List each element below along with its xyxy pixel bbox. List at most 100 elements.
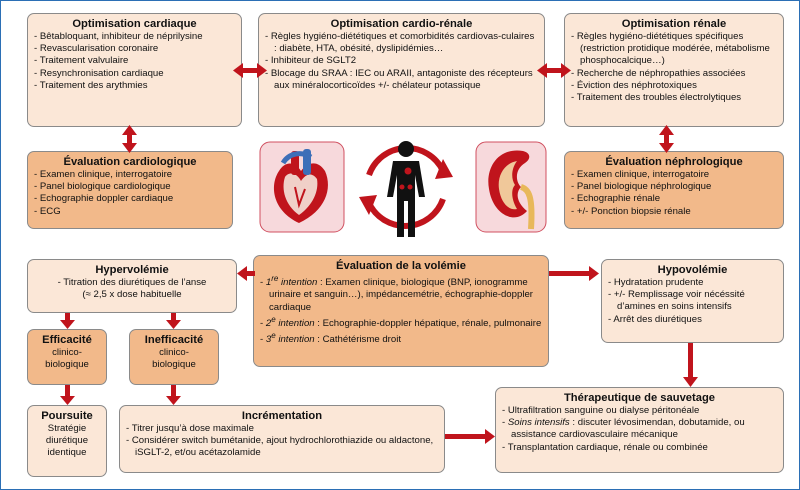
poursuite-line: diurétique [45,435,89,447]
box-evaluation-nephrologique: Évaluation néphrologique Examen clinique… [564,151,784,229]
poursuite-line: Stratégie [47,423,87,434]
list-item: Echographie rénale [571,193,777,205]
inefficacite-sub1: clinico- [159,347,189,358]
list-item: Examen clinique, interrogatoire [571,169,777,181]
box-evaluation-volemie: Évaluation de la volémie 1re intention :… [253,255,549,367]
list-evaluation-nephrologique: Examen clinique, interrogatoire Panel bi… [571,169,777,218]
efficacite-sub1: clinico- [52,347,82,358]
list-item: Traitement des arythmies [34,80,235,92]
list-item: +/- Remplissage voir nécéssité d’amines … [608,289,777,313]
efficacite-sub2: biologique [45,359,89,371]
intention-suffix: e [271,331,276,341]
title-therapeutique-sauvetage: Thérapeutique de sauvetage [563,392,716,404]
title-hypervolemie: Hypervolémie [95,264,169,276]
hypervolemie-line2: (≈ 2,5 x dose habituelle [82,289,182,301]
list-item: Inhibiteur de SGLT2 [265,55,538,67]
arrow-hyper-efficacite [60,313,75,329]
list-item: Blocage du SRAA : IEC ou ARAII, antagoni… [265,68,538,92]
title-incrementation: Incrémentation [241,410,323,422]
intention-number: 3 [265,334,272,346]
list-item: Arrêt des diurétiques [608,314,777,326]
box-therapeutique-sauvetage: Thérapeutique de sauvetage Ultrafiltrati… [495,387,784,473]
list-item: Ultrafiltration sanguine ou dialyse péri… [502,405,777,417]
soins-intensifs-label: Soins intensifs [507,417,570,429]
kidney-illustration [475,141,547,233]
list-item: 1re intention : Examen clinique, biologi… [260,273,542,314]
list-optimisation-cardio-renale: Règles hygiéno-diététiques et comorbidit… [265,31,538,92]
list-item: Revascularisation coronaire [34,43,235,55]
list-item: +/- Ponction biopsie rénale [571,206,777,218]
list-item: ECG [34,206,226,218]
list-item: Soins intensifs : discuter lévosimendan,… [502,417,777,441]
intention-number: 2 [265,317,272,329]
heart-illustration [259,141,345,233]
list-item: Éviction des néphrotoxiques [571,80,777,92]
list-item: Règles hygiéno-diététiques spécifiques (… [571,31,777,68]
list-item: 3e intention : Cathétérisme droit [260,330,542,346]
arrow-hyper-inefficacite [166,313,181,329]
list-item: Examen clinique, interrogatoire [34,169,226,181]
box-incrementation: Incrémentation Titrer jusqu’à dose maxim… [119,405,445,473]
intention-word: intention [275,317,315,329]
list-item: Panel biologique néphrologique [571,181,777,193]
title-evaluation-nephrologique: Évaluation néphrologique [605,156,743,168]
list-item: Hydratation prudente [608,277,777,289]
arrow-optim-eval-nephro [659,125,674,153]
box-evaluation-cardiologique: Évaluation cardiologique Examen clinique… [27,151,233,229]
list-therapeutique-sauvetage: Ultrafiltration sanguine ou dialyse péri… [502,405,777,454]
box-inefficacite: Inefficacité clinico- biologique [129,329,219,385]
arrow-incrementation-sauvetage [445,429,495,444]
list-optimisation-cardiaque: Bêtabloquant, inhibiteur de néprilysine … [34,31,235,92]
arrow-volemie-hypovolemie [549,266,599,281]
arrow-inefficacite-incrementation [166,385,181,405]
arrow-optim-eval-cardio [122,125,137,153]
box-optimisation-cardio-renale: Optimisation cardio-rénale Règles hygién… [258,13,545,127]
list-item: Titrer jusqu’à dose maximale [126,423,438,435]
list-incrementation: Titrer jusqu’à dose maximale Considérer … [126,423,438,460]
intention-word: intention [278,277,318,289]
arrow-hypovolemie-sauvetage [683,343,698,387]
intention-text: : Examen clinique, biologique (BNP, iono… [269,277,533,313]
box-optimisation-renale: Optimisation rénale Règles hygiéno-diété… [564,13,784,127]
human-body-icon [387,141,425,237]
title-optimisation-renale: Optimisation rénale [621,18,727,30]
list-item: Resynchronisation cardiaque [34,68,235,80]
hypervolemie-text-1: Titration des diurétiques de l’anse [63,277,207,288]
soins-intensifs-text: : discuter lévosimendan, dobutamide, ou … [511,417,745,441]
intention-label: 2e intention [265,314,315,329]
list-item: Règles hygiéno-diététiques et comorbidit… [265,31,538,55]
list-hypovolemie: Hydratation prudente +/- Remplissage voi… [608,277,777,326]
intention-text: : Cathétérisme droit [314,334,401,346]
box-optimisation-cardiaque: Optimisation cardiaque Bêtabloquant, inh… [27,13,242,127]
intention-suffix: re [271,274,279,283]
list-evaluation-volemie: 1re intention : Examen clinique, biologi… [260,273,542,347]
title-hypovolemie: Hypovolémie [657,264,728,276]
title-inefficacite: Inefficacité [144,334,204,346]
intention-suffix: e [271,314,276,324]
title-optimisation-cardiaque: Optimisation cardiaque [72,18,197,30]
list-item: 2e intention : Echographie-doppler hépat… [260,314,542,330]
list-item: Echographie doppler cardiaque [34,193,226,205]
list-item: Transplantation cardiaque, rénale ou com… [502,442,777,454]
box-efficacite: Efficacité clinico- biologique [27,329,107,385]
title-evaluation-cardiologique: Évaluation cardiologique [63,156,197,168]
intention-text: : Echographie-doppler hépatique, rénale,… [314,317,542,329]
intention-label: 3e intention [265,331,315,346]
list-item: Traitement des troubles électrolytiques [571,92,777,104]
title-poursuite: Poursuite [41,410,93,422]
list-item: Panel biologique cardiologique [34,181,226,193]
list-evaluation-cardiologique: Examen clinique, interrogatoire Panel bi… [34,169,226,218]
list-item: Recherche de néphropathies associées [571,68,777,80]
inefficacite-sub2: biologique [152,359,196,371]
box-hypovolemie: Hypovolémie Hydratation prudente +/- Rem… [601,259,784,343]
box-hypervolemie: Hypervolémie - Titration des diurétiques… [27,259,237,313]
list-item: Considérer switch bumétanide, ajout hydr… [126,435,438,459]
title-optimisation-cardio-renale: Optimisation cardio-rénale [330,18,473,30]
list-optimisation-renale: Règles hygiéno-diététiques spécifiques (… [571,31,777,104]
list-item: Bêtabloquant, inhibiteur de néprilysine [34,31,235,43]
title-efficacite: Efficacité [42,334,92,346]
box-poursuite: Poursuite Stratégie diurétique identique [27,405,107,477]
intention-number: 1 [265,277,272,289]
arrow-efficacite-poursuite [60,385,75,405]
